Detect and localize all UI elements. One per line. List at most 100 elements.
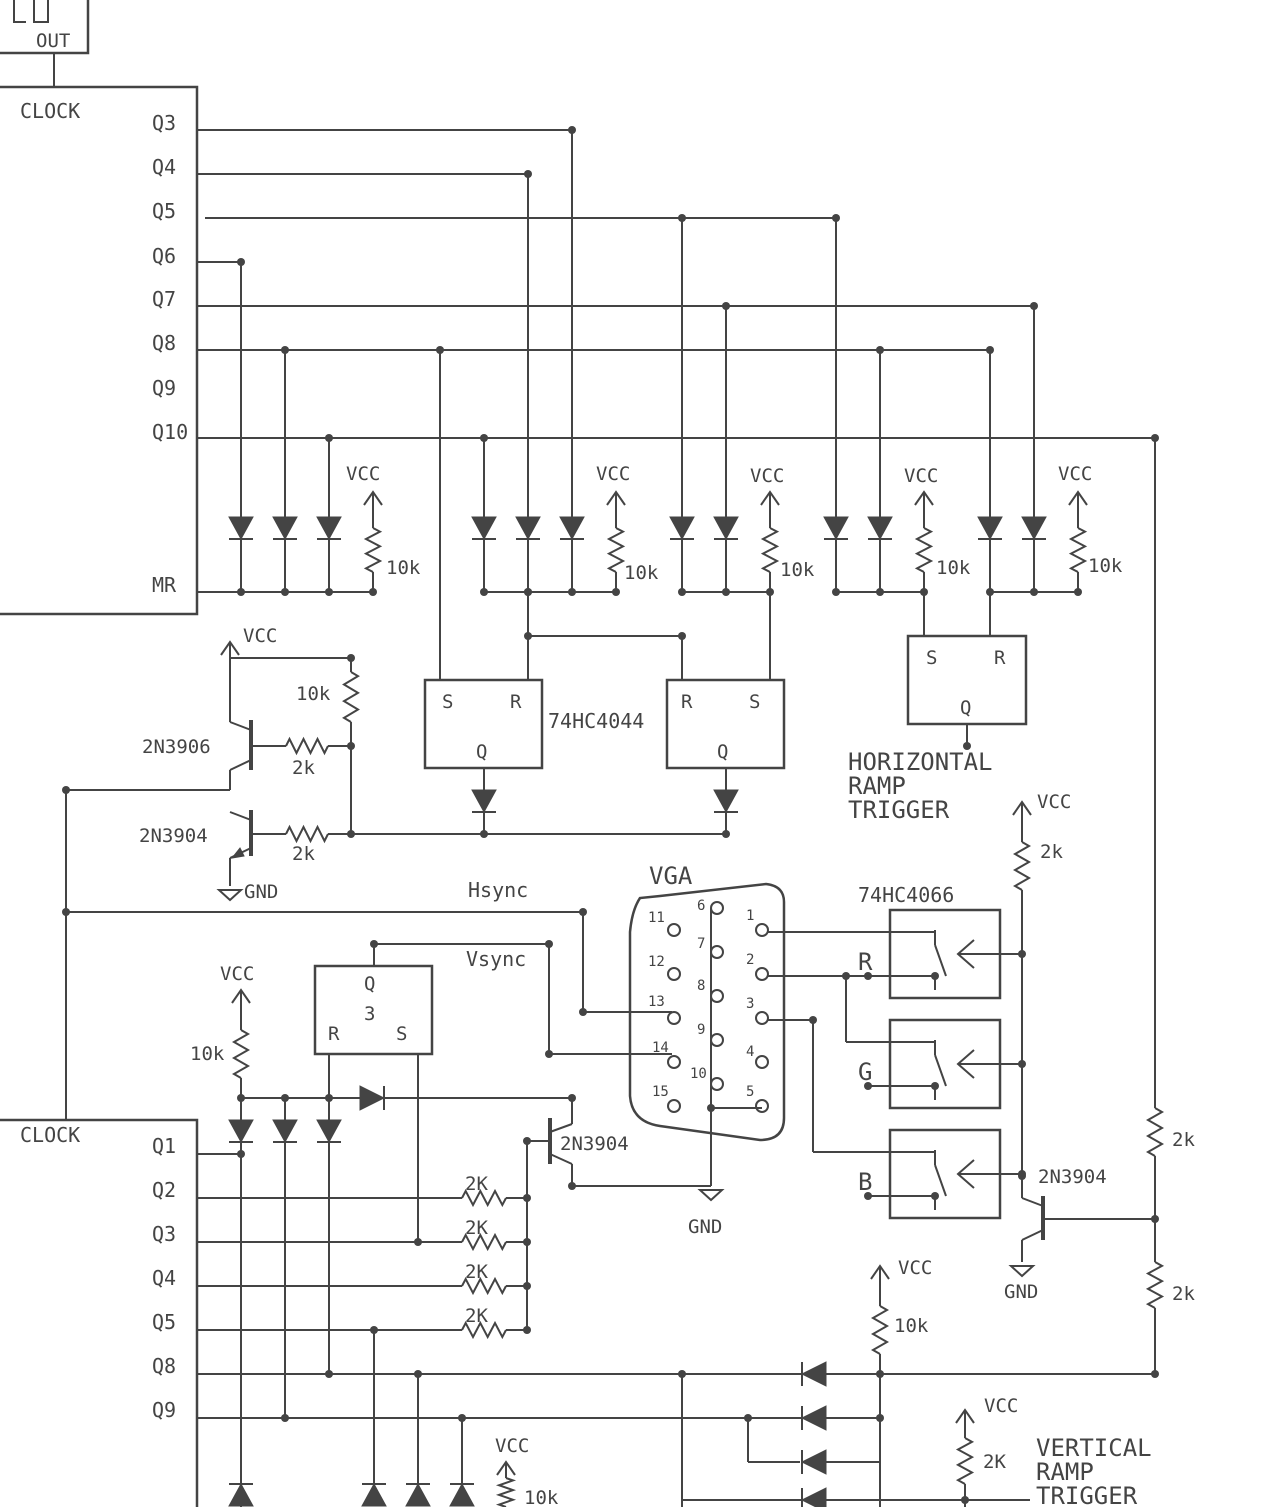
res-label: 2K <box>465 1173 488 1195</box>
junction-dot <box>678 214 686 222</box>
signal-sig_b: B <box>858 1168 872 1196</box>
vcc-label: VCC <box>984 1395 1018 1417</box>
chip-74hc4044: 74HC4044 <box>548 709 644 733</box>
res-label: 2k <box>1040 841 1063 863</box>
junction-dot <box>876 1414 884 1422</box>
junction-dot <box>1151 1370 1159 1378</box>
vcc-arrow <box>496 1460 516 1476</box>
junction-dot <box>325 588 333 596</box>
resistor <box>231 1029 251 1079</box>
latch-q: Q <box>717 741 728 763</box>
junction-dot <box>1074 588 1082 596</box>
vcc-arrow <box>363 490 383 506</box>
res-label: 2k <box>1172 1283 1195 1305</box>
vcc-label: VCC <box>1058 463 1092 485</box>
diode <box>272 516 298 541</box>
wire <box>13 0 26 23</box>
junction-dot <box>612 588 620 596</box>
vga-pin-number: 9 <box>697 1022 705 1038</box>
vramp-label: TRIGGER <box>1036 1482 1138 1507</box>
junction-dot <box>568 126 576 134</box>
components <box>0 0 1165 1507</box>
vga-connector <box>628 882 786 1142</box>
junction-dot <box>876 588 884 596</box>
vga-pin-8 <box>710 989 724 1003</box>
junction-dot <box>963 742 971 750</box>
junction-dot <box>458 1414 466 1422</box>
junction-dot <box>523 1137 531 1145</box>
diode <box>515 516 541 541</box>
pin-q6: Q6 <box>152 244 176 268</box>
resistor <box>1068 527 1088 573</box>
clock-label-bottom: CLOCK <box>20 1123 80 1147</box>
switch-arrow <box>956 1049 975 1079</box>
diode <box>449 1482 475 1507</box>
vcc-label: VCC <box>243 625 277 647</box>
pin-q3: Q3 <box>152 111 176 135</box>
resistor <box>495 1477 517 1507</box>
wire <box>0 1118 199 1507</box>
res-label: 10k <box>1088 555 1123 577</box>
latch-r: R <box>328 1023 340 1045</box>
res-label: 2K <box>465 1305 488 1327</box>
wire <box>1021 1197 1044 1207</box>
junction-dot <box>931 1082 939 1090</box>
emitter-arrow <box>230 847 245 859</box>
latch-r: R <box>510 691 522 713</box>
junction-dot <box>832 214 840 222</box>
vcc-label: VCC <box>495 1435 529 1457</box>
vga-pin-15 <box>667 1099 681 1113</box>
pin-mr: MR <box>152 573 177 597</box>
junction-dot <box>237 258 245 266</box>
analog-switch-sig_g <box>888 1018 1002 1110</box>
diode <box>800 1361 827 1387</box>
latch-r: R <box>994 647 1006 669</box>
junction-dot <box>864 972 872 980</box>
junction-dot <box>1151 434 1159 442</box>
pin-q7: Q7 <box>152 287 176 311</box>
vga-pin-number: 2 <box>746 952 754 968</box>
junction-dot <box>722 302 730 310</box>
hramp-label: HORIZONTAL <box>848 748 993 776</box>
pin-q8-bottom: Q8 <box>152 1354 176 1378</box>
diode <box>823 516 849 541</box>
vcc-arrow <box>955 1408 975 1424</box>
switch-arrow <box>956 939 975 969</box>
pin-q4-bottom: Q4 <box>152 1266 176 1290</box>
diode <box>316 516 342 541</box>
junction-dot <box>523 1326 531 1334</box>
diode <box>471 789 497 814</box>
switch-arrow <box>956 1159 975 1189</box>
vga-pin-11 <box>667 923 681 937</box>
vga-pin-number: 11 <box>648 910 665 926</box>
junction-dot <box>678 588 686 596</box>
diode <box>228 1119 254 1144</box>
res-label: 10k <box>894 1315 929 1337</box>
diode <box>1021 516 1047 541</box>
junction-dot <box>568 588 576 596</box>
wire <box>549 1153 573 1165</box>
gnd-label: GND <box>688 1216 722 1238</box>
pin-q4: Q4 <box>152 155 176 179</box>
res-label: 10k <box>296 683 331 705</box>
wires <box>0 0 1156 1507</box>
vga-pin-13 <box>667 1011 681 1025</box>
junction-dot <box>325 434 333 442</box>
vcc-label: VCC <box>904 465 938 487</box>
resistor <box>606 527 626 573</box>
resistor <box>1145 1107 1165 1157</box>
junction-dot <box>707 1104 715 1112</box>
junction-dot <box>347 654 355 662</box>
vcc-arrow <box>606 490 626 506</box>
junction-dot <box>1030 588 1038 596</box>
diode <box>977 516 1003 541</box>
resistor <box>461 1232 507 1252</box>
junction-dot <box>281 346 289 354</box>
resistor <box>461 1188 507 1208</box>
junction-dot <box>568 1094 576 1102</box>
pin-q8: Q8 <box>152 331 176 355</box>
junction-dot <box>62 908 70 916</box>
resistor <box>461 1276 507 1296</box>
diode <box>800 1449 827 1475</box>
vcc-label: VCC <box>346 463 380 485</box>
